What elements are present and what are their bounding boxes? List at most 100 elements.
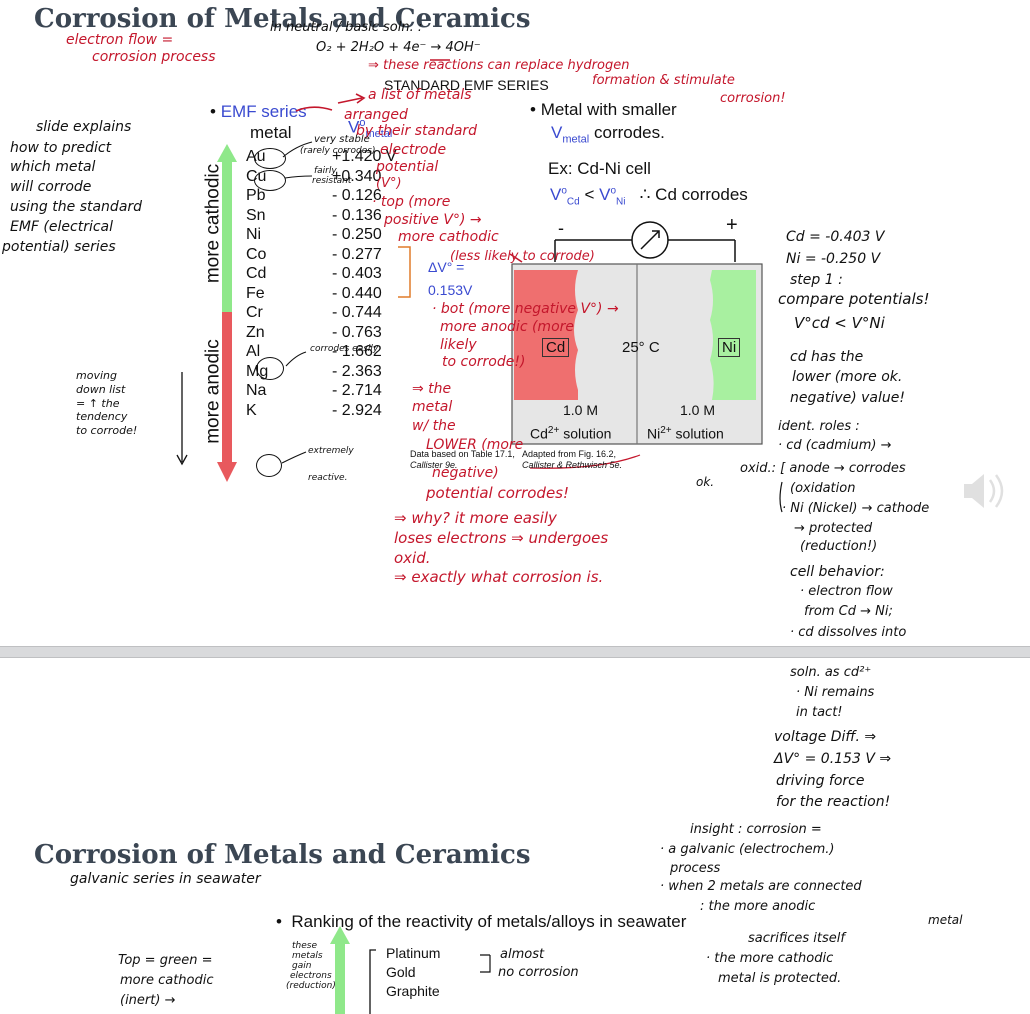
note-left-f: EMF (electrical — [10, 219, 114, 235]
note-negative: negative) — [432, 465, 499, 481]
metal-column-header: metal — [250, 123, 292, 142]
note-list: a list of metals — [368, 87, 472, 103]
note-left-a: slide explains — [36, 119, 132, 135]
note-bot: · bot (more negative V°) → — [432, 301, 619, 317]
note-r19: · cd dissolves into — [790, 625, 907, 640]
note-move-b: down list — [76, 383, 126, 396]
emf-potential-pb: - 0.126 — [332, 187, 382, 204]
note-reaction: O₂ + 2H₂O + 4e⁻ → 4OH⁻ — [316, 40, 481, 55]
slide2-title: Corrosion of Metals and Ceramics — [34, 840, 531, 870]
note-metal: metal — [412, 399, 453, 415]
note-s1: insight : corrosion = — [690, 822, 822, 837]
galvanic-item-2: Gold — [386, 964, 416, 980]
right-bullet-line2: Vmetal corrodes. — [551, 123, 665, 146]
emf-potential-cu: +0.340 — [332, 168, 382, 185]
note-top-b: more cathodic — [120, 973, 214, 988]
source-1b: Callister 9e. — [410, 460, 458, 470]
note-r25: driving force — [776, 773, 865, 789]
note-almost: almost — [500, 947, 545, 962]
note-ok: ok. — [696, 475, 715, 489]
slide-title: Corrosion of Metals and Ceramics — [34, 4, 531, 34]
note-s5: : the more anodic — [700, 899, 816, 914]
note-move-d: tendency — [76, 410, 128, 423]
note-more-cathodic: more cathodic — [398, 229, 499, 245]
note-move-a: moving — [76, 369, 117, 382]
galvanic-item-3: Graphite — [386, 983, 440, 999]
note-the: ⇒ the — [412, 381, 452, 397]
compare-line: VoCd < VoNi ∴ Cd corrodes — [550, 185, 748, 208]
note-corrosion-process: corrosion process — [92, 49, 216, 65]
cd-label: Cd — [542, 338, 570, 357]
cd-electrode — [514, 270, 578, 400]
emf-metal-sn: Sn — [246, 207, 266, 224]
right-solution: Ni2+ solution — [647, 425, 724, 442]
source-2b: Callister & Rethwisch 5e. — [522, 460, 623, 470]
emf-potential-ni: - 0.250 — [332, 226, 382, 243]
note-r10: · cd (cadmium) → — [778, 438, 892, 453]
cu-circle — [254, 170, 286, 191]
cathodic-arrow-shaft — [222, 160, 232, 312]
emf-potential-au: +1.420 V — [332, 148, 397, 165]
emf-potential-al: - 1.662 — [332, 343, 382, 360]
note-r16: cell behavior: — [790, 564, 885, 580]
note-au-rarely: (rarely corrodes) — [300, 146, 376, 156]
note-electron-flow: electron flow = — [66, 32, 174, 48]
note-potential: potential — [376, 159, 439, 175]
note-left-g: potential) series — [2, 239, 116, 255]
slide2-drawings — [330, 926, 491, 1014]
note-r1: Cd = -0.403 V — [786, 229, 885, 245]
note-r9: ident. roles : — [778, 419, 860, 434]
ni-label: Ni — [718, 338, 741, 357]
note-positive: positive V°) → — [384, 212, 482, 228]
note-r22: in tact! — [796, 705, 843, 720]
note-stimulate: formation & stimulate — [592, 73, 735, 88]
slide2-bullet: • Ranking of the reactivity of metals/al… — [276, 912, 687, 931]
cell-minus: - — [558, 218, 564, 238]
note-cu-resistant: resistant — [312, 176, 352, 186]
anodic-arrow-shaft — [222, 312, 232, 464]
note-r14: → protected — [794, 521, 873, 536]
emf-potential-cd: - 0.403 — [332, 265, 382, 282]
note-loses: loses electrons ⇒ undergoes — [394, 529, 609, 547]
note-r26: for the reaction! — [776, 794, 891, 810]
note-left-e: using the standard — [10, 199, 143, 215]
note-r15: (reduction!) — [800, 539, 878, 554]
cell-plus: + — [726, 214, 738, 236]
v-column-header: Vometal — [348, 117, 393, 141]
note-exactly: ⇒ exactly what corrosion is. — [394, 568, 604, 586]
note-k-extremely: extremely — [308, 446, 354, 456]
emf-link[interactable]: EMF series — [220, 102, 307, 121]
emf-potential-na: - 2.714 — [332, 382, 382, 399]
note-left-c: which metal — [10, 159, 96, 175]
example-text: Ex: Cd-Ni cell — [548, 159, 651, 178]
note-s9: metal is protected. — [718, 971, 842, 986]
note-top-a: Top = green = — [118, 953, 213, 968]
emf-metal-k: K — [246, 402, 257, 419]
note-s4: · when 2 metals are connected — [660, 879, 862, 894]
emf-potential-k: - 2.924 — [332, 402, 382, 419]
note-r13: · Ni (Nickel) → cathode — [782, 501, 930, 516]
note-s7: sacrifices itself — [748, 931, 845, 946]
more-anodic-label: more anodic — [202, 339, 224, 444]
emf-potential-sn: - 0.136 — [332, 207, 382, 224]
emf-potential-cr: - 0.744 — [332, 304, 382, 321]
emf-metal-na: Na — [246, 382, 267, 399]
note-these-d: electrons — [290, 971, 332, 981]
au-circle — [254, 148, 286, 169]
zn-circle — [256, 357, 284, 380]
note-k-reactive: reactive. — [308, 473, 348, 483]
note-move-e: to corrode! — [76, 424, 138, 437]
note-arranged: arranged — [344, 107, 408, 123]
note-neutral: in neutral / basic soln. : — [270, 20, 423, 35]
source-1a: Data based on Table 17.1, — [410, 449, 515, 459]
more-cathodic-label: more cathodic — [202, 163, 224, 284]
note-r7: lower (more ok. — [792, 369, 903, 385]
note-cu-fairly: fairly — [314, 166, 337, 176]
note-r20: soln. as cd²⁺ — [790, 665, 872, 680]
note-left-d: will corrode — [10, 179, 92, 195]
note-r17: · electron flow — [800, 584, 893, 599]
ni-electrode — [710, 270, 756, 400]
note-corrosion: corrosion! — [720, 91, 786, 106]
emf-potential-fe: - 0.440 — [332, 285, 382, 302]
note-no-corrosion: no corrosion — [498, 965, 579, 980]
